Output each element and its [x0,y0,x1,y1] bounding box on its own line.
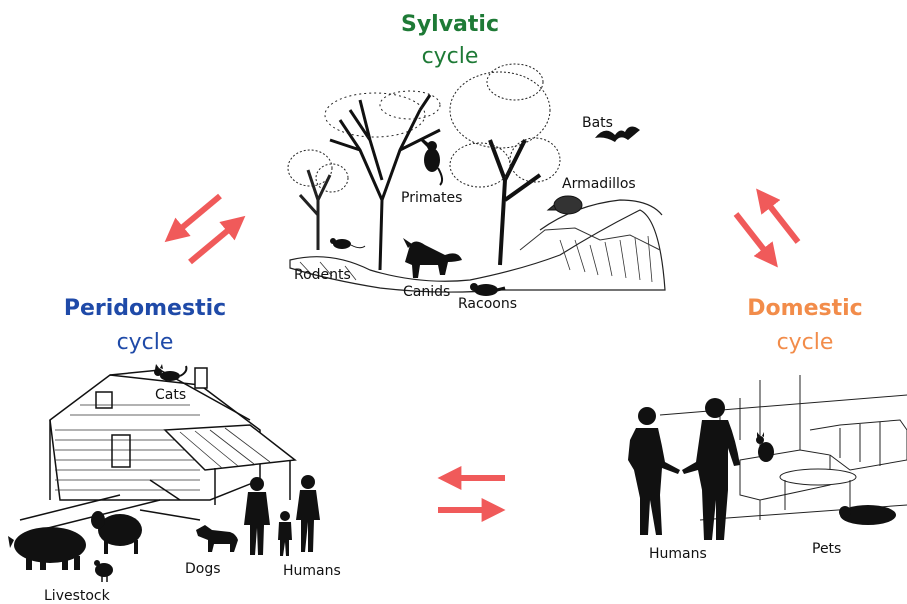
pets-label: Pets [812,541,841,557]
humans-domestic-label: Humans [649,546,707,562]
couple-silhouette [628,398,740,540]
sleeping-dog-silhouette [839,505,896,525]
